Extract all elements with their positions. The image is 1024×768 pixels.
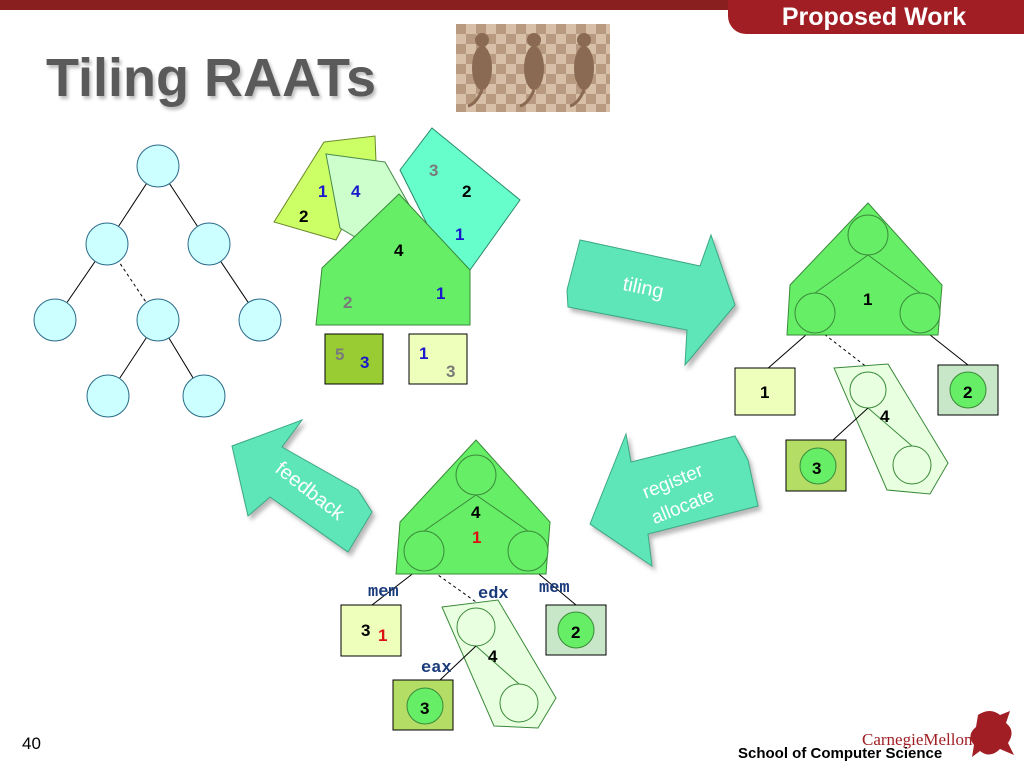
tiled-tree: 1 1 2 4 3 [734, 202, 999, 495]
tiled-label: 3 [812, 459, 821, 478]
tiled-label: 2 [963, 383, 972, 402]
tile-box-a [324, 333, 384, 385]
rat-icon [467, 33, 492, 108]
tree-node [238, 298, 282, 342]
tile-label: 2 [462, 182, 471, 201]
tile-label: 5 [335, 345, 344, 364]
register-label-eax: eax [421, 659, 452, 678]
allocated-tree: 4 1 3 1 2 4 3 mem edx mem eax [340, 439, 607, 731]
allocated-label: 3 [361, 621, 370, 640]
original-tree [33, 144, 282, 418]
tree-node [86, 374, 130, 418]
tree-node [85, 222, 129, 266]
rat-icon [569, 33, 594, 108]
cmu-wordmark: CarnegieMellon [862, 730, 973, 749]
slide-number: 40 [22, 734, 41, 753]
tile-label: 4 [394, 241, 404, 260]
tile-pieces: 1 2 4 3 2 1 4 2 1 5 3 1 3 [273, 127, 521, 385]
tile-label: 4 [351, 182, 361, 201]
allocated-label: 1 [378, 626, 387, 645]
tiled-label: 1 [760, 383, 769, 402]
tree-node [182, 374, 226, 418]
tile-label: 1 [455, 225, 464, 244]
tile-label: 3 [429, 161, 438, 180]
tree-node [33, 298, 77, 342]
register-label-edx: edx [478, 585, 509, 604]
header-bar [0, 0, 1024, 10]
allocated-label: 1 [472, 528, 481, 547]
griffin-icon [970, 711, 1014, 757]
allocated-left-box [340, 604, 402, 657]
rat-image [456, 24, 610, 112]
slide-title: Tiling RAATs [46, 48, 376, 108]
section-tab [728, 0, 1024, 34]
tile-label: 3 [360, 353, 369, 372]
tiled-label: 4 [880, 407, 890, 426]
tile-label: 1 [318, 182, 327, 201]
tiling-arrow: tiling [566, 233, 736, 367]
register-label-mem-left: mem [368, 583, 399, 602]
cmu-logo: CarnegieMellon [862, 711, 1014, 757]
tile-label: 3 [446, 362, 455, 381]
tile-label: 1 [419, 344, 428, 363]
tree-node [187, 222, 231, 266]
allocated-label: 4 [488, 647, 498, 666]
tile-box-b [408, 333, 468, 385]
section-label: Proposed Work [781, 3, 967, 31]
allocated-label: 2 [571, 623, 580, 642]
footer-school: School of Computer Science [738, 745, 943, 762]
allocated-label: 4 [471, 503, 481, 522]
feedback-arrow: feedback [231, 418, 373, 553]
tiled-left-box [734, 367, 796, 416]
rat-icon [519, 33, 544, 108]
tree-node [136, 144, 180, 188]
tile-label: 2 [299, 207, 308, 226]
tiled-label: 1 [863, 290, 872, 309]
register-allocate-arrow: register allocate [589, 432, 759, 568]
tile-big [315, 193, 471, 326]
tile-label: 2 [343, 293, 352, 312]
tree-node [136, 298, 180, 342]
register-label-mem-right: mem [539, 579, 570, 598]
tile-label: 1 [436, 284, 445, 303]
allocated-label: 3 [420, 699, 429, 718]
